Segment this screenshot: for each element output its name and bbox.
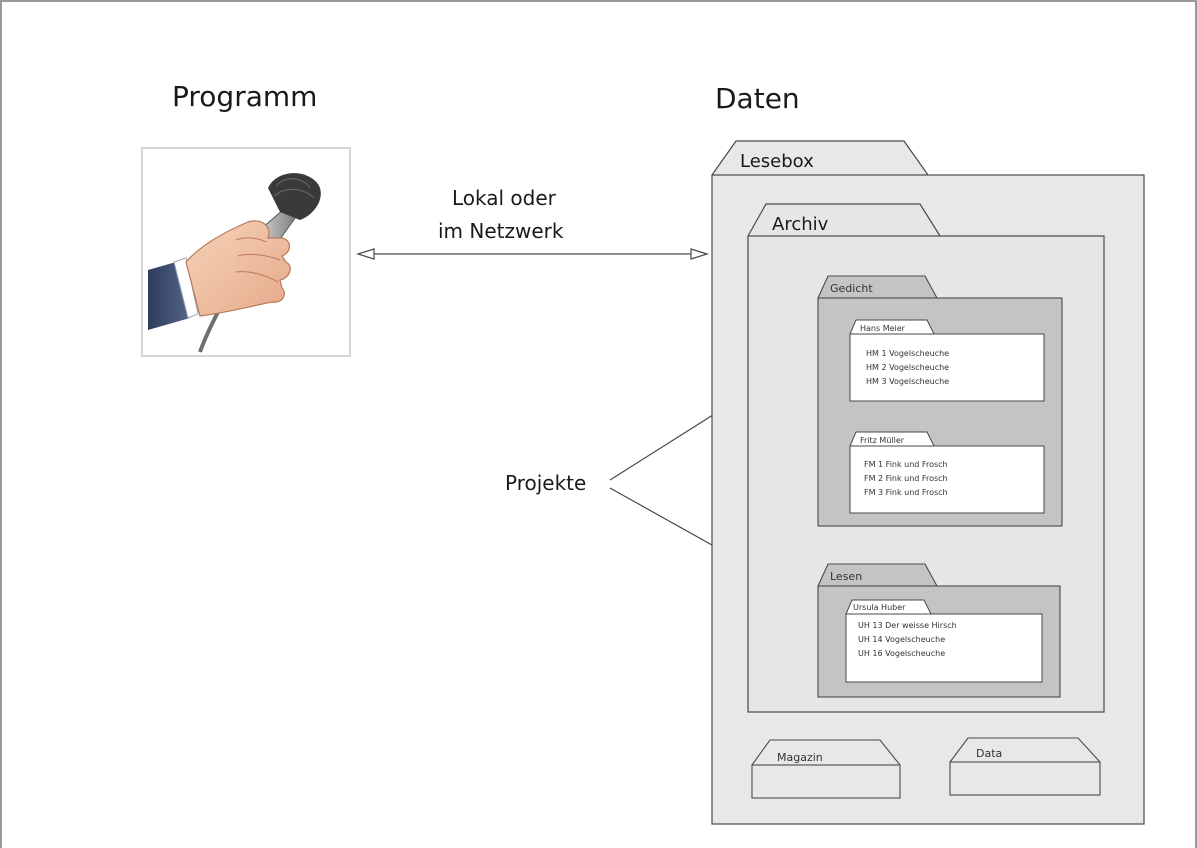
data-label: Data [976,747,1002,760]
recording-item[interactable]: UH 13 Der weisse Hirsch [858,621,957,630]
reader-folder-fritz-mueller[interactable]: Fritz Müller FM 1 Fink und Frosch FM 2 F… [849,431,1045,514]
recording-item[interactable]: HM 2 Vogelscheuche [866,363,949,372]
recording-item[interactable]: HM 3 Vogelscheuche [866,377,949,386]
reader-name-hans-meier: Hans Meier [860,324,906,333]
project-label-lesen: Lesen [830,570,862,583]
magazin-folder[interactable]: Magazin [751,739,901,799]
connection-label-line1: Lokal oder [452,186,557,210]
recording-item[interactable]: FM 3 Fink und Frosch [864,488,948,497]
recording-item[interactable]: UH 14 Vogelscheuche [858,635,945,644]
reader-name-fritz-mueller: Fritz Müller [860,436,905,445]
connection-label-line2: im Netzwerk [438,219,564,243]
lesebox-label: Lesebox [740,151,814,172]
recording-item[interactable]: UH 16 Vogelscheuche [858,649,945,658]
microphone-icon [141,147,351,357]
programm-heading: Programm [172,80,317,113]
recording-item[interactable]: HM 1 Vogelscheuche [866,349,949,358]
reader-folder-hans-meier[interactable]: Hans Meier HM 1 Vogelscheuche HM 2 Vogel… [849,319,1045,402]
magazin-label: Magazin [777,751,823,764]
recording-item[interactable]: FM 2 Fink und Frosch [864,474,948,483]
projekte-label: Projekte [505,471,586,495]
reader-name-ursula-huber: Ursula Huber [853,603,906,612]
recording-item[interactable]: FM 1 Fink und Frosch [864,460,948,469]
project-label-gedicht: Gedicht [830,282,873,295]
daten-heading: Daten [715,82,800,115]
reader-folder-ursula-huber[interactable]: Ursula Huber UH 13 Der weisse Hirsch UH … [845,599,1043,683]
archiv-label: Archiv [772,214,829,235]
connection-arrow [355,248,710,260]
data-folder[interactable]: Data [949,737,1101,796]
